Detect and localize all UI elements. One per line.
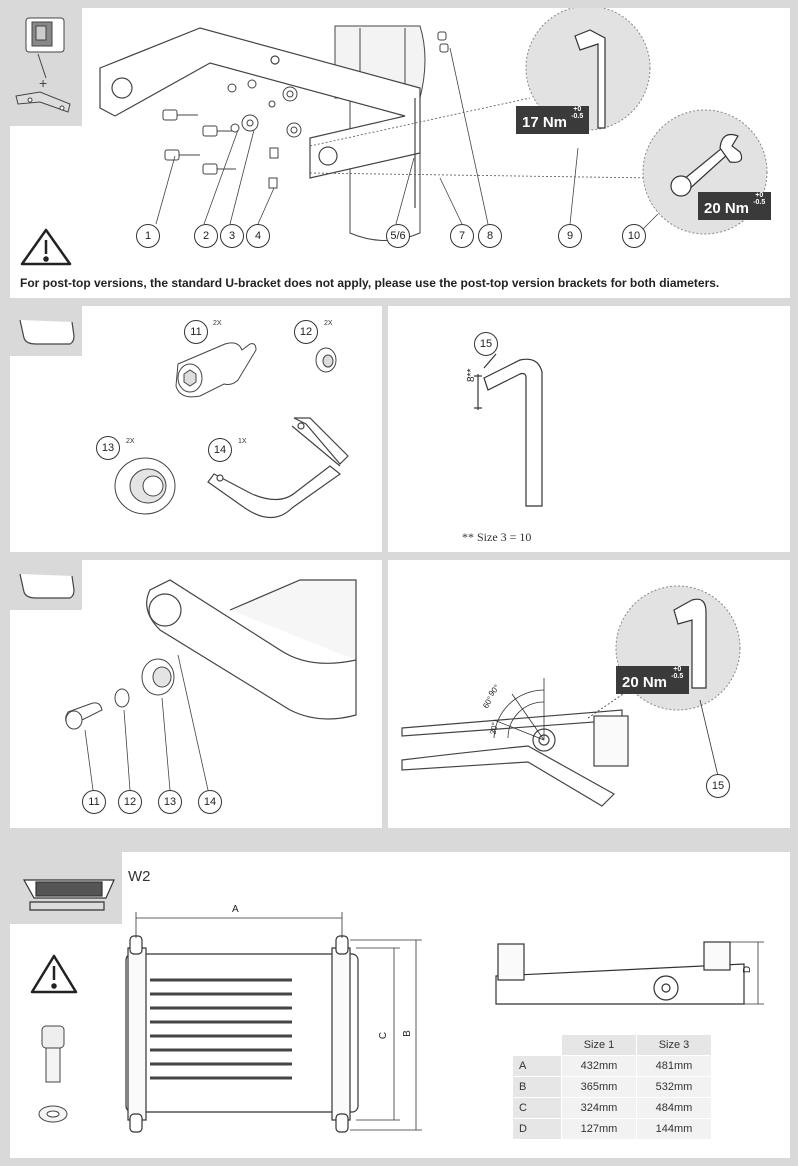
row-label: C	[512, 1097, 562, 1119]
torque-label-20nm: 20 Nm +0-0.5	[698, 192, 772, 220]
qty-11: 2X	[213, 320, 222, 327]
callout-2: 2	[194, 224, 218, 248]
row-label: A	[512, 1055, 562, 1077]
table-header-size1: Size 1	[561, 1034, 637, 1056]
qty-14: 1X	[238, 438, 247, 445]
cell-size1: 127mm	[561, 1118, 637, 1140]
callout-5-6: 5/6	[386, 224, 410, 248]
row-label: D	[512, 1118, 562, 1140]
table-row: A 432mm 481mm	[512, 1055, 712, 1077]
torque-tol-plus: +0	[573, 106, 582, 113]
table-header-blank	[512, 1034, 562, 1056]
cell-size1: 324mm	[561, 1097, 637, 1119]
dimension-label: 8**	[466, 368, 477, 382]
callout-10: 10	[622, 224, 646, 248]
torque-tol-plus: +0	[755, 192, 764, 199]
cell-size3: 144mm	[636, 1118, 712, 1140]
callout-7: 7	[450, 224, 474, 248]
svg-text:+: +	[39, 75, 47, 91]
callout-14: 14	[198, 790, 222, 814]
thumbnail-w2-luminaire	[22, 879, 115, 911]
callout-11: 11	[82, 790, 106, 814]
panel-bracket-assembly: 11 12 13 14	[10, 560, 382, 828]
table-row: C 324mm 484mm	[512, 1097, 712, 1119]
panel-parts-list: 11 2X 12 2X 13 2X 14 1X	[10, 306, 382, 552]
callout-4: 4	[246, 224, 270, 248]
qty-13: 2X	[126, 438, 135, 445]
callout-11: 11	[184, 320, 208, 344]
bracket-assembly-drawing	[19, 573, 357, 791]
parts-drawing	[19, 319, 349, 519]
table-header-row: Size 1 Size 3	[512, 1034, 712, 1056]
post-top-note: For post-top versions, the standard U-br…	[20, 276, 720, 290]
thumbnail-housing: +	[15, 17, 71, 113]
torque-label-17nm: 17 Nm +0-0.5	[516, 106, 590, 134]
dim-c-label: C	[378, 1031, 390, 1040]
callout-14: 14	[208, 438, 232, 462]
torque-value: 20 Nm	[704, 200, 750, 217]
thumbnail-bracket	[19, 573, 75, 599]
torque-value: 20 Nm	[622, 674, 668, 691]
cell-size1: 432mm	[561, 1055, 637, 1077]
qty-12: 2X	[324, 320, 333, 327]
hex-key-drawing	[474, 353, 543, 507]
row-label: B	[512, 1076, 562, 1098]
table-row: D 127mm 144mm	[512, 1118, 712, 1140]
size-footnote: ** Size 3 = 10	[462, 530, 532, 544]
cell-size3: 481mm	[636, 1055, 712, 1077]
thumbnail-bracket	[19, 319, 75, 345]
callout-3: 3	[220, 224, 244, 248]
panel-w2-dimensions: W2	[10, 852, 790, 1158]
dim-a-label: A	[232, 904, 239, 915]
dimension-drawing	[22, 879, 764, 1133]
callout-8: 8	[478, 224, 502, 248]
warning-icon	[30, 954, 78, 994]
table-header-size3: Size 3	[636, 1034, 712, 1056]
dim-d-label: D	[742, 965, 754, 974]
torque-tol-plus: +0	[673, 666, 682, 673]
w2-title: W2	[128, 868, 151, 885]
panel-hex-key: 15 8** ** Size 3 = 10	[388, 306, 790, 552]
dim-b-label: B	[401, 1030, 413, 1037]
callout-15: 15	[706, 774, 730, 798]
dimensions-table: Size 1 Size 3 A 432mm 481mm B 365mm 532m…	[512, 1034, 712, 1140]
callout-9: 9	[558, 224, 582, 248]
warning-icon	[20, 228, 72, 266]
cell-size1: 365mm	[561, 1076, 637, 1098]
panel-tilt-adjust: 20 Nm +0-0.5 90° 60° 30° 15	[388, 560, 790, 828]
torque-value: 17 Nm	[522, 114, 568, 131]
assembly-drawing: +	[15, 8, 768, 266]
cell-size3: 484mm	[636, 1097, 712, 1119]
table-row: B 365mm 532mm	[512, 1076, 712, 1098]
cell-size3: 532mm	[636, 1076, 712, 1098]
callout-15: 15	[474, 332, 498, 356]
callout-12: 12	[118, 790, 142, 814]
panel-mounting-assembly: +	[10, 8, 790, 298]
callout-13: 13	[158, 790, 182, 814]
torque-tol-minus: -0.5	[571, 113, 584, 120]
callout-1: 1	[136, 224, 160, 248]
callout-12: 12	[294, 320, 318, 344]
torque-tol-minus: -0.5	[753, 199, 766, 206]
torque-tol-minus: -0.5	[671, 673, 684, 680]
callout-13: 13	[96, 436, 120, 460]
torque-label-20nm: 20 Nm +0-0.5	[616, 666, 690, 694]
